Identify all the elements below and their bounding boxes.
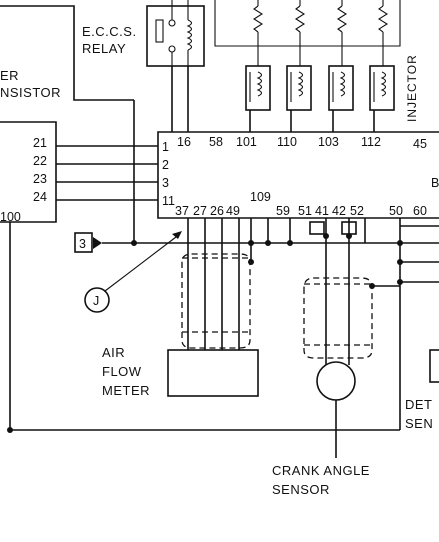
- ecu-pin-11: 11: [162, 194, 175, 208]
- ecu-pin-42: 42: [332, 204, 346, 218]
- ecu-pin-37: 37: [175, 204, 189, 218]
- left-unit-pin-21: 21: [33, 136, 47, 150]
- ecu-pin-27: 27: [193, 204, 207, 218]
- eccs-relay-label-line2: RELAY: [82, 41, 126, 56]
- left-unit-box: [0, 121, 158, 430]
- resistor-3: [336, 0, 348, 46]
- left-unit-pin-22: 22: [33, 154, 47, 168]
- air-flow-meter-label-line3: METER: [102, 383, 150, 398]
- detonation-sensor-label-line2: SEN: [405, 416, 433, 431]
- ecu-pin-112: 112: [361, 135, 381, 149]
- crank-angle-sensor-label-line2: SENSOR: [272, 482, 330, 497]
- ecu-bottom-wires: [187, 218, 366, 365]
- ecu-pin-3: 3: [162, 176, 169, 190]
- detonation-sensor-label-line1: DET: [405, 397, 433, 412]
- ecu-pin-51: 51: [298, 204, 312, 218]
- power-transistor-box: [0, 5, 135, 244]
- ecu-pin-101: 101: [236, 135, 257, 149]
- ecu-pin-2: 2: [162, 158, 169, 172]
- ecu-pin-103: 103: [318, 135, 339, 149]
- cut-label-b: B: [431, 176, 439, 190]
- connector-3-box: [74, 232, 93, 253]
- ecu-pin-1: 1: [162, 140, 169, 154]
- transistor-label-line1: ER: [0, 68, 19, 83]
- ecu-pin-60: 60: [413, 204, 427, 218]
- ecu-pin-41: 41: [315, 204, 329, 218]
- connector-3-label: 3: [79, 237, 86, 251]
- ground-bus: [7, 218, 439, 433]
- air-flow-meter-label-line2: FLOW: [102, 364, 142, 379]
- air-flow-meter-label-line1: AIR: [102, 345, 125, 360]
- injector-coils: [245, 46, 395, 132]
- left-unit-pin-100: 100: [0, 210, 21, 224]
- ecu-pin-59: 59: [276, 204, 290, 218]
- injector-label: INJECTOR: [405, 54, 419, 122]
- resistor-1: [252, 0, 264, 46]
- injector-coil-4: [369, 46, 395, 111]
- ecu-pin-52: 52: [350, 204, 364, 218]
- detonation-sensor: [429, 349, 439, 383]
- ecu-pin-110: 110: [277, 135, 297, 149]
- ecu-control-unit: [157, 131, 439, 219]
- ecu-pin-26: 26: [210, 204, 224, 218]
- ecu-pin-45: 45: [413, 137, 427, 151]
- left-unit-pin-23: 23: [33, 172, 47, 186]
- injector-coil-3: [328, 46, 354, 111]
- resistor-2: [294, 0, 306, 46]
- crank-angle-sensor-label-line1: CRANK ANGLE: [272, 463, 370, 478]
- eccs-relay: [146, 0, 205, 132]
- air-flow-meter: [167, 253, 259, 397]
- ecu-pin-50: 50: [389, 204, 403, 218]
- injector-resistor-block: [214, 0, 401, 47]
- junction-j-label: J: [93, 294, 99, 308]
- ecu-pin-109: 109: [250, 190, 271, 204]
- resistor-4: [377, 0, 389, 46]
- eccs-relay-label-line1: E.C.C.S.: [82, 24, 137, 39]
- crank-angle-sensor: [303, 277, 400, 458]
- ecu-pin-49: 49: [226, 204, 240, 218]
- injector-coil-1: [245, 46, 271, 111]
- ecu-pin-16: 16: [177, 135, 191, 149]
- junction-j: [84, 231, 182, 313]
- injector-coil-2: [286, 46, 312, 111]
- transistor-label-line2: NSISTOR: [0, 85, 61, 100]
- left-unit-pin-24: 24: [33, 190, 47, 204]
- ecu-pin-58: 58: [209, 135, 223, 149]
